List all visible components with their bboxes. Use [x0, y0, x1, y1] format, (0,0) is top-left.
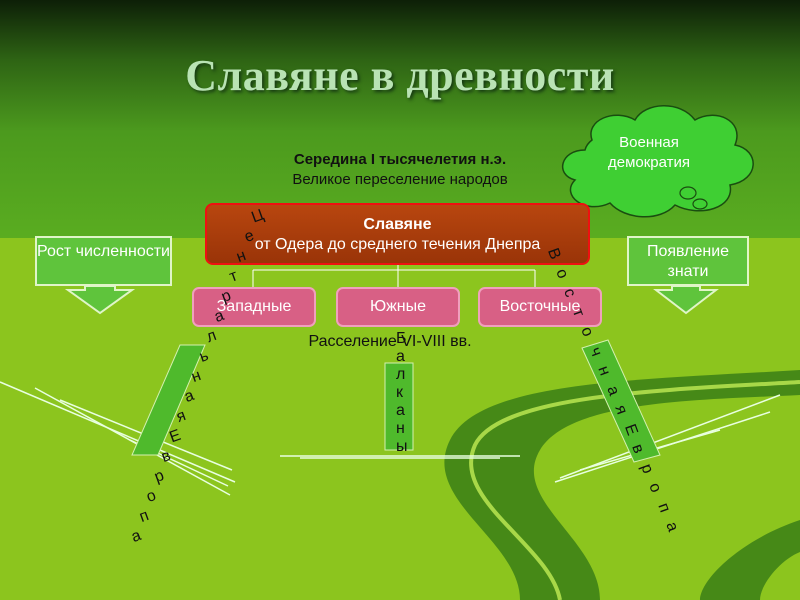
branch-west: Западные — [192, 287, 316, 327]
branch-south: Южные — [336, 287, 460, 327]
cloud-shape — [561, 105, 754, 218]
main-box-title: Славяне — [363, 216, 432, 233]
branch-east: Восточные — [478, 287, 602, 327]
right-direction-arrow — [581, 339, 661, 463]
center-split-lines — [280, 455, 520, 459]
main-box-subtitle: от Одера до среднего течения Днепра — [254, 236, 541, 253]
left-direction-arrow — [131, 344, 206, 456]
left-split-lines — [0, 381, 236, 496]
cloud-text: Военная демократия — [607, 134, 691, 171]
right-split-lines — [554, 394, 781, 483]
region-char: а — [396, 402, 405, 419]
region-char: л — [396, 366, 406, 383]
slide-title: Славяне в древности — [185, 51, 615, 100]
slavs-main-box: Славяне от Одера до среднего течения Дне… — [205, 203, 590, 265]
period-line2: Великое переселение народов — [292, 171, 508, 188]
left-side-box: Рост численности — [35, 236, 172, 286]
region-char: Б — [396, 330, 407, 347]
period-caption: Середина I тысячелетия н.э. Великое пере… — [200, 150, 600, 190]
settlement-caption: Расселение VI-VIII вв. — [308, 333, 472, 350]
period-line1: Середина I тысячелетия н.э. — [293, 151, 507, 168]
region-char: а — [396, 348, 405, 365]
region-char: к — [396, 384, 403, 401]
right-side-box: Появление знати — [627, 236, 749, 286]
region-char: ы — [396, 438, 408, 455]
right-down-arrow — [653, 285, 719, 315]
region-char: н — [396, 420, 405, 437]
center-direction-arrow — [384, 362, 414, 451]
left-down-arrow — [64, 285, 136, 315]
